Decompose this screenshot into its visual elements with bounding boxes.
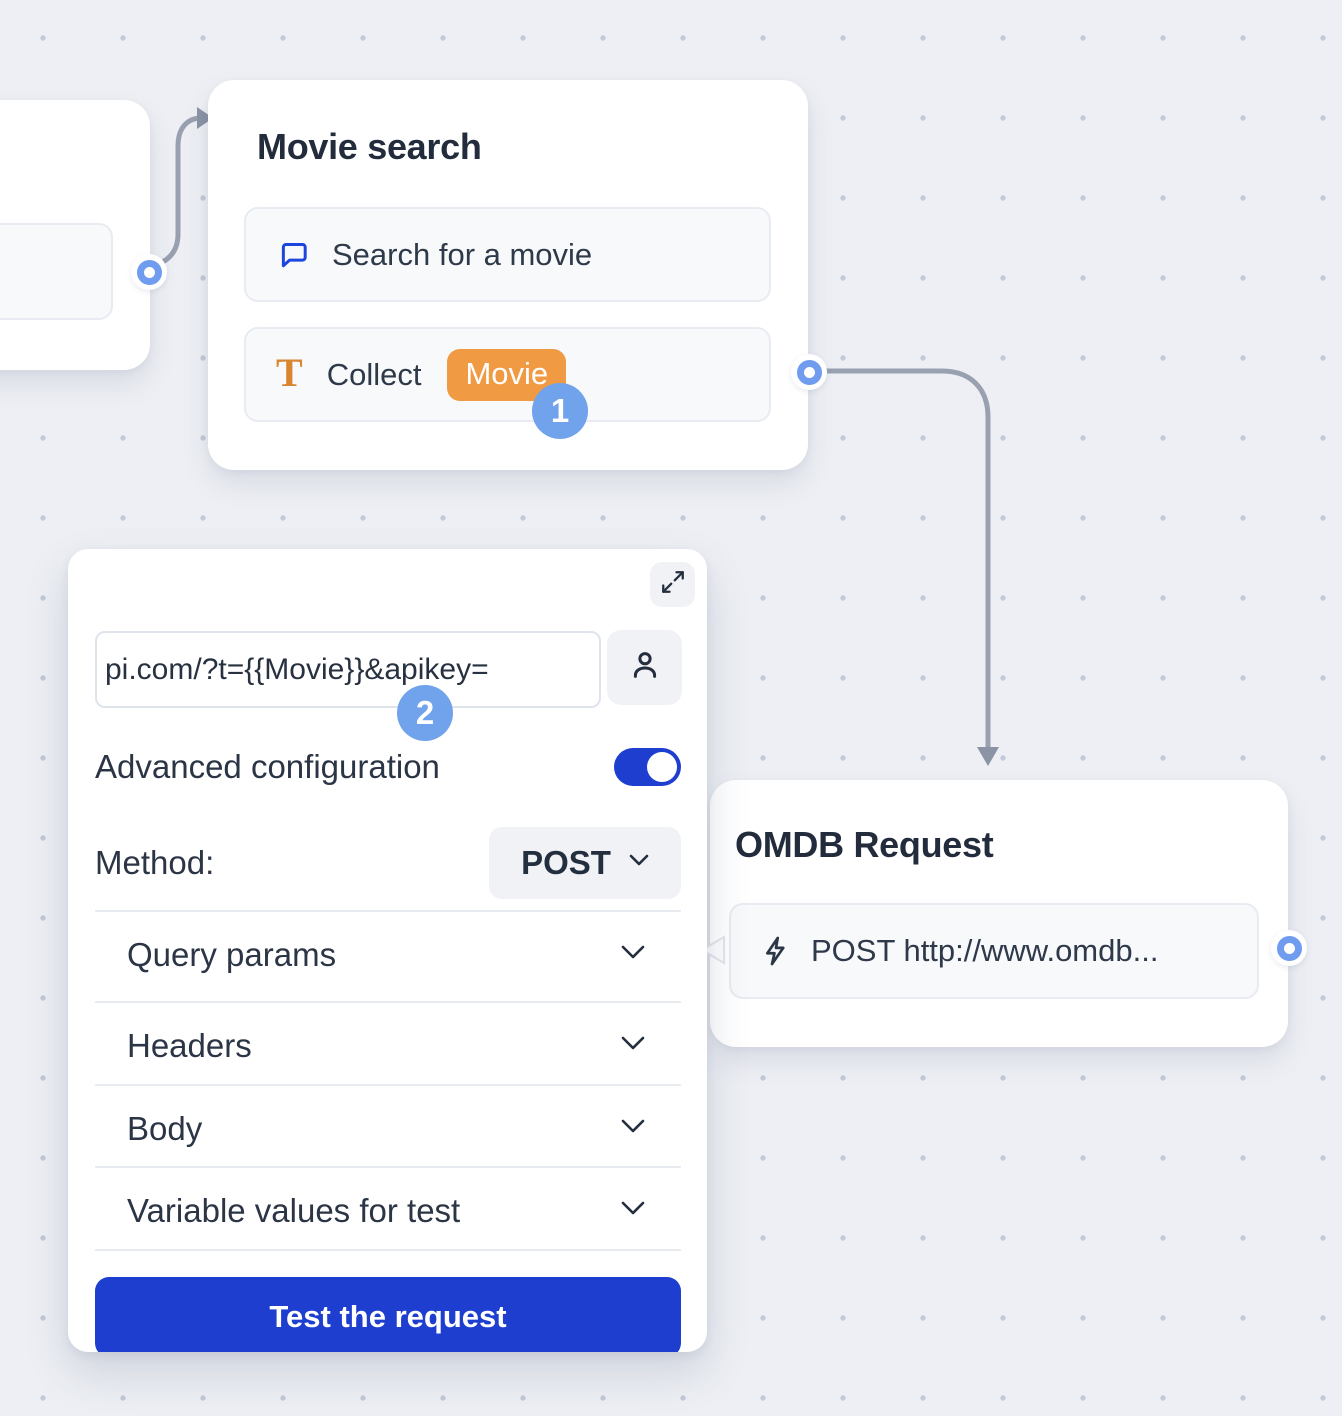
chevron-down-icon xyxy=(621,1201,645,1221)
output-port-omdb-request[interactable] xyxy=(1271,930,1307,966)
node-item-omdb-post[interactable]: POST http://www.omdb... xyxy=(729,903,1259,999)
webhook-url-input[interactable] xyxy=(95,631,601,708)
webhook-config-panel: 2 Advanced configuration Method: POST Qu… xyxy=(68,549,707,1352)
expand-icon xyxy=(660,569,686,600)
section-query-params[interactable]: Query params xyxy=(95,910,681,1000)
divider xyxy=(95,910,681,912)
advanced-configuration-label: Advanced configuration xyxy=(95,748,440,785)
connector-movie-to-omdb xyxy=(823,368,991,751)
item-label: POST http://www.omdb... xyxy=(811,933,1159,968)
item-label: Search for a movie xyxy=(332,236,593,272)
method-dropdown[interactable]: POST xyxy=(489,827,681,899)
chevron-down-icon xyxy=(629,854,649,872)
divider xyxy=(95,1001,681,1003)
chevron-down-icon xyxy=(621,1036,645,1056)
method-selected-value: POST xyxy=(521,844,611,881)
node-partial-left[interactable] xyxy=(0,100,150,370)
output-port-left-node[interactable] xyxy=(131,254,167,290)
section-body[interactable]: Body xyxy=(95,1084,681,1174)
step-badge-1: 1 xyxy=(532,383,588,439)
divider xyxy=(95,1084,681,1086)
arrowhead-down-icon xyxy=(977,747,999,766)
node-item-search-for-movie[interactable]: Search for a movie xyxy=(244,207,771,302)
chat-bubble-icon xyxy=(276,238,310,272)
node-item-collect-movie[interactable]: T Collect Movie xyxy=(244,327,771,422)
chevron-down-icon xyxy=(621,945,645,965)
node-title-omdb-request: OMDB Request xyxy=(735,824,994,865)
lightning-icon xyxy=(759,934,793,968)
output-port-movie-search[interactable] xyxy=(791,354,827,390)
node-omdb-request[interactable]: OMDB Request POST http://www.omdb... xyxy=(710,780,1288,1047)
node-title-movie-search: Movie search xyxy=(257,126,482,167)
method-label: Method: xyxy=(95,844,215,881)
variable-picker-button[interactable] xyxy=(607,630,682,705)
panel-pointer-notch xyxy=(700,935,725,965)
chevron-down-icon xyxy=(621,1119,645,1139)
step-badge-2: 2 xyxy=(397,685,453,741)
expand-panel-button[interactable] xyxy=(650,562,695,607)
variable-badge-movie[interactable]: Movie xyxy=(447,348,567,401)
node-movie-search[interactable]: Movie search Search for a movie T Collec… xyxy=(208,80,808,470)
divider xyxy=(95,1249,681,1251)
person-icon xyxy=(627,647,663,688)
section-variable-values[interactable]: Variable values for test xyxy=(95,1166,681,1256)
text-collect-icon: T xyxy=(276,349,303,395)
advanced-configuration-toggle[interactable] xyxy=(614,748,681,786)
connector-left-to-movie xyxy=(150,115,205,269)
node-item-partial[interactable] xyxy=(0,223,113,320)
section-headers[interactable]: Headers xyxy=(95,1001,681,1091)
item-label: Collect xyxy=(326,356,422,392)
divider xyxy=(95,1166,681,1168)
test-request-button[interactable]: Test the request xyxy=(95,1277,681,1352)
